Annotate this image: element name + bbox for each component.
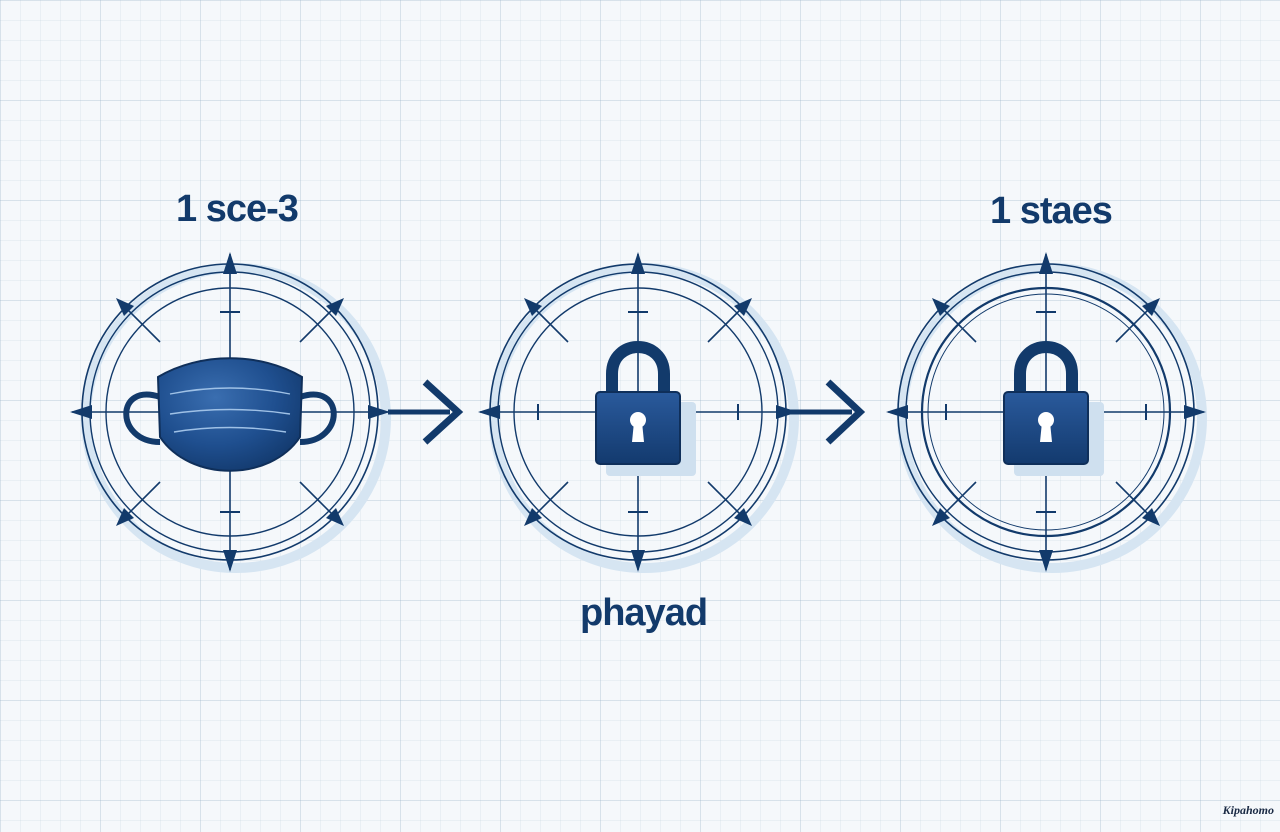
stage-3-dial [886,252,1207,573]
watermark: Kipahomo [1222,803,1274,817]
stage-1-dial [70,252,391,573]
stage-3-label: 1 staes [990,190,1113,232]
stage-1-label: 1 sce-3 [176,188,299,230]
middle-label: phayad [580,592,708,634]
face-mask-icon [123,357,337,472]
arrow-right-icon [790,379,866,445]
padlock-icon [595,341,696,476]
stage-2-dial [478,252,799,573]
arrow-right-icon [388,379,464,445]
padlock-icon [1003,341,1104,476]
